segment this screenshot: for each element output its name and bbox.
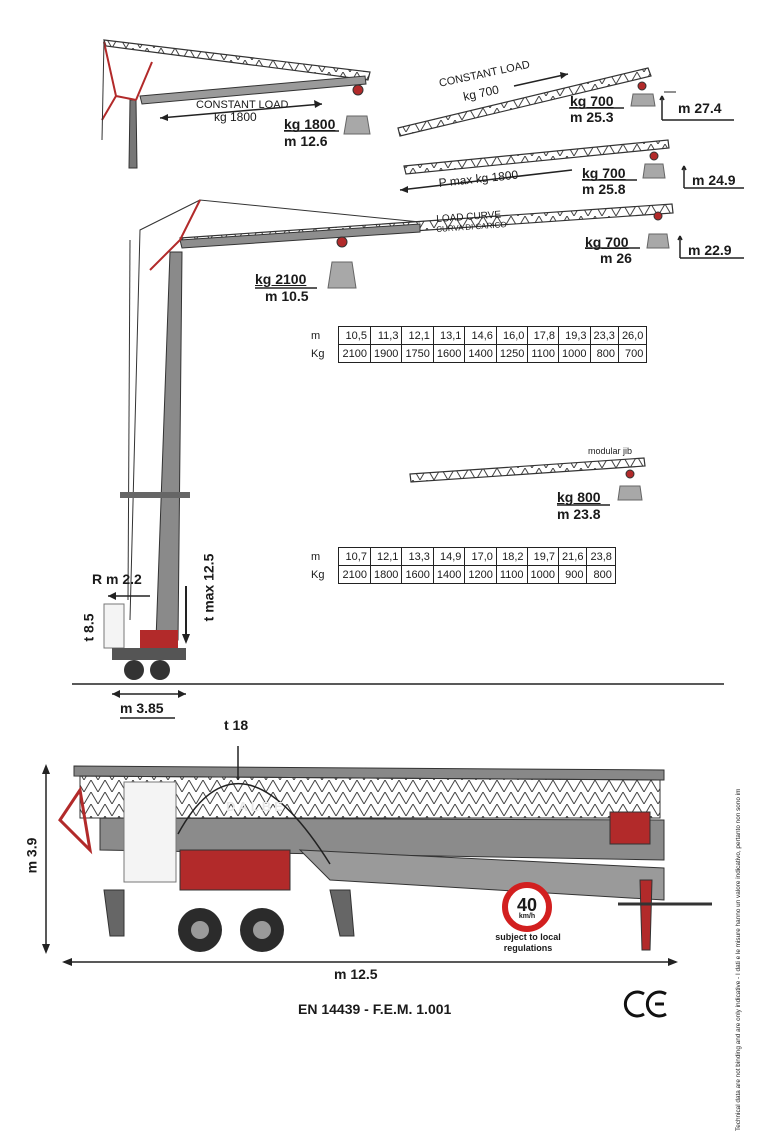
table-cell: 1100	[495, 565, 528, 584]
table-row: m 10,5 11,3 12,1 13,1 14,6 16,0 17,8 19,…	[308, 326, 648, 345]
config2-height: m 24.9	[692, 172, 736, 188]
transport-weight: t 18	[224, 717, 249, 733]
speed-limit-number: 40	[516, 895, 538, 915]
table-cell: 13,3	[401, 547, 434, 566]
table-cell: 11,3	[369, 326, 403, 345]
table-cell: 800	[589, 344, 619, 363]
table-cell: 12,1	[401, 326, 434, 345]
top-left-load: kg 1800	[284, 116, 336, 132]
base-width: m 3.85	[120, 700, 164, 716]
table-cell: 2100	[338, 344, 371, 363]
table2-kg-header: Kg	[311, 568, 325, 581]
table-cell: 1000	[526, 565, 560, 584]
table-cell: 1000	[558, 344, 591, 363]
table-cell: 10,7	[338, 547, 371, 566]
table-cell: 1100	[527, 344, 560, 363]
table-cell: 1200	[464, 565, 497, 584]
table1-kg-header: Kg	[311, 347, 325, 360]
jib-config-1	[397, 67, 734, 137]
table-cell: 26,0	[617, 326, 648, 345]
table-cell: 18,2	[495, 547, 528, 566]
modular-radius: m 23.8	[557, 506, 601, 522]
table-row: Kg 2100 1900 1750 1600 1400 1250 1100 10…	[308, 344, 648, 363]
table-cell: 800	[586, 565, 616, 584]
config1-radius: m 25.3	[570, 109, 614, 125]
max-load-dimension: t max 12.5	[200, 553, 217, 622]
radius-dimension: R m 2.2	[92, 571, 142, 587]
transport-length: m 12.5	[334, 966, 378, 982]
config1-height: m 27.4	[678, 100, 722, 116]
table-cell: 1600	[432, 344, 466, 363]
config3-tip-height: m 22.9	[688, 242, 732, 258]
diagram-canvas	[42, 39, 744, 1018]
disclaimer-note: Technical data are not binding and are o…	[735, 788, 742, 1131]
load-table-1: m 10,5 11,3 12,1 13,1 14,6 16,0 17,8 19,…	[308, 326, 648, 363]
transport-truck	[42, 746, 712, 966]
transport-height: m 3.9	[23, 837, 40, 874]
constant-load-value: kg 1800	[214, 110, 257, 124]
table-cell: 700	[617, 344, 648, 363]
config3-tip-radius: m 26	[600, 250, 632, 266]
config2-radius: m 25.8	[582, 181, 626, 197]
table-cell: 1900	[369, 344, 403, 363]
table-cell: 1750	[401, 344, 434, 363]
table-row: Kg 2100 1800 1600 1400 1200 1100 1000 90…	[308, 565, 616, 584]
table-cell: 21,6	[558, 547, 588, 566]
constant-load-label: CONSTANT LOAD	[196, 99, 289, 111]
table-cell: 19,3	[558, 326, 591, 345]
config3-main-load: kg 2100	[255, 271, 307, 287]
table-cell: 13,1	[432, 326, 466, 345]
table-cell: 1800	[369, 565, 403, 584]
table-cell: 12,1	[369, 547, 403, 566]
table-cell: 1400	[432, 565, 466, 584]
table1-m-header: m	[311, 329, 321, 342]
table-row: m 10,7 12,1 13,3 14,9 17,0 18,2 19,7 21,…	[308, 547, 616, 566]
table-cell: 16,0	[495, 326, 529, 345]
config2-load: kg 700	[582, 165, 626, 181]
standard-label: EN 14439 - F.E.M. 1.001	[298, 1001, 452, 1017]
config3-main-radius: m 10.5	[265, 288, 309, 304]
speed-limit-sign-icon	[502, 882, 552, 932]
crane-main	[103, 199, 744, 719]
table2-m-header: m	[311, 550, 321, 563]
modular-load: kg 800	[557, 489, 601, 505]
table-cell: 1250	[495, 344, 529, 363]
table-cell: 2100	[338, 565, 371, 584]
ce-mark-icon	[623, 990, 667, 1018]
table-cell: 10,5	[338, 326, 371, 345]
modular-jib	[409, 457, 646, 506]
brand-logo: DALBE	[226, 799, 286, 814]
crane-top-left	[101, 39, 371, 169]
jib-config-2	[399, 139, 744, 193]
table-cell: 23,8	[586, 547, 616, 566]
table-cell: 23,3	[589, 326, 619, 345]
config1-load: kg 700	[570, 93, 614, 109]
config3-tip-load: kg 700	[585, 234, 629, 250]
table-cell: 19,7	[526, 547, 560, 566]
table-cell: 1600	[401, 565, 434, 584]
ballast-weight: t 8.5	[80, 613, 97, 642]
table-cell: 14,6	[464, 326, 497, 345]
speed-limit-unit: km/h	[518, 913, 536, 920]
table-cell: 14,9	[432, 547, 466, 566]
load-table-2: m 10,7 12,1 13,3 14,9 17,0 18,2 19,7 21,…	[308, 547, 616, 584]
table-cell: 1400	[464, 344, 497, 363]
table-cell: 17,0	[464, 547, 497, 566]
speed-note-line1: subject to local	[495, 932, 561, 942]
table-cell: 900	[558, 565, 588, 584]
speed-note-line2: regulations	[503, 943, 553, 953]
table-cell: 17,8	[527, 326, 560, 345]
top-left-radius: m 12.6	[284, 133, 328, 149]
modular-jib-label: modular jib	[588, 446, 633, 456]
